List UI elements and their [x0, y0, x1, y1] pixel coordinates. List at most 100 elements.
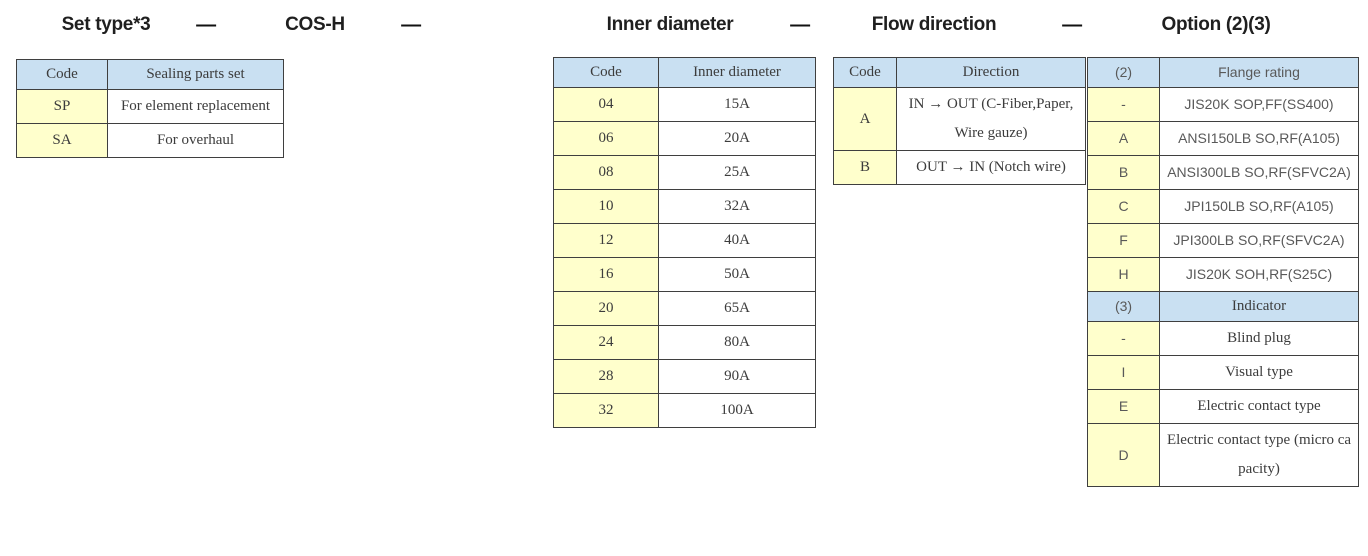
- code-cell: 20: [553, 291, 659, 326]
- code-cell: B: [833, 150, 897, 185]
- code-cell: F: [1087, 223, 1160, 258]
- code-cell: -: [1087, 321, 1160, 356]
- code-cell: E: [1087, 389, 1160, 424]
- heading-set-type: Set type*3: [61, 14, 151, 35]
- code-cell: 24: [553, 325, 659, 360]
- code-cell: 06: [553, 121, 659, 156]
- column-header: Code: [16, 59, 108, 90]
- header-row: (3)Indicator: [1087, 291, 1359, 322]
- description-cell: 65A: [658, 291, 816, 326]
- code-cell: SA: [16, 123, 108, 158]
- description-cell: 100A: [658, 393, 816, 428]
- column-header: Sealing parts set: [107, 59, 284, 90]
- code-cell: 04: [553, 87, 659, 122]
- description-cell: JPI300LB SO,RF(SFVC2A): [1159, 223, 1359, 258]
- heading-flow-direction: Flow direction: [871, 14, 997, 35]
- code-cell: 16: [553, 257, 659, 292]
- column-header: Code: [553, 57, 659, 88]
- description-cell: For element replacement: [107, 89, 284, 124]
- column-header: (2): [1087, 57, 1160, 88]
- description-cell: 25A: [658, 155, 816, 190]
- description-cell: IN → OUT (C-Fiber,Paper, Wire gauze): [896, 87, 1086, 151]
- description-cell: 40A: [658, 223, 816, 258]
- description-cell: 20A: [658, 121, 816, 156]
- description-cell: JPI150LB SO,RF(A105): [1159, 189, 1359, 224]
- code-cell: 32: [553, 393, 659, 428]
- column-header: (3): [1087, 291, 1160, 322]
- column-header: Direction: [896, 57, 1086, 88]
- header-row: (2)Flange rating: [1087, 57, 1359, 88]
- description-cell: 80A: [658, 325, 816, 360]
- code-cell: SP: [16, 89, 108, 124]
- description-cell: ANSI300LB SO,RF(SFVC2A): [1159, 155, 1359, 190]
- dash-separator-2: —: [401, 14, 421, 36]
- description-cell: 90A: [658, 359, 816, 394]
- table-row: -JIS20K SOP,FF(SS400): [1087, 87, 1359, 122]
- heading-option: Option (2)(3): [1161, 14, 1271, 35]
- description-cell: Visual type: [1159, 355, 1359, 390]
- description-cell: JIS20K SOP,FF(SS400): [1159, 87, 1359, 122]
- description-cell: JIS20K SOH,RF(S25C): [1159, 257, 1359, 292]
- code-cell: I: [1087, 355, 1160, 390]
- description-cell: 50A: [658, 257, 816, 292]
- code-cell: A: [1087, 121, 1160, 156]
- heading-model-code: COS-H: [285, 14, 345, 35]
- heading-inner-diameter: Inner diameter: [606, 14, 734, 35]
- code-cell: H: [1087, 257, 1160, 292]
- column-header: Indicator: [1159, 291, 1359, 322]
- description-cell: Electric contact type (micro capacity): [1159, 423, 1359, 487]
- code-cell: 10: [553, 189, 659, 224]
- dash-separator-4: —: [1062, 14, 1082, 36]
- code-cell: D: [1087, 423, 1160, 487]
- code-cell: 08: [553, 155, 659, 190]
- code-cell: -: [1087, 87, 1160, 122]
- dash-separator-3: —: [790, 14, 810, 36]
- description-cell: ANSI150LB SO,RF(A105): [1159, 121, 1359, 156]
- code-cell: A: [833, 87, 897, 151]
- description-cell: OUT → IN (Notch wire): [896, 150, 1086, 185]
- code-cell: 28: [553, 359, 659, 394]
- column-header: Code: [833, 57, 897, 88]
- code-cell: C: [1087, 189, 1160, 224]
- description-cell: Electric contact type: [1159, 389, 1359, 424]
- code-cell: 12: [553, 223, 659, 258]
- table-row: -Blind plug: [1087, 321, 1359, 356]
- description-cell: For overhaul: [107, 123, 284, 158]
- description-cell: 32A: [658, 189, 816, 224]
- code-cell: B: [1087, 155, 1160, 190]
- description-cell: Blind plug: [1159, 321, 1359, 356]
- column-header: Inner diameter: [658, 57, 816, 88]
- dash-separator-1: —: [196, 14, 216, 36]
- column-header: Flange rating: [1159, 57, 1359, 88]
